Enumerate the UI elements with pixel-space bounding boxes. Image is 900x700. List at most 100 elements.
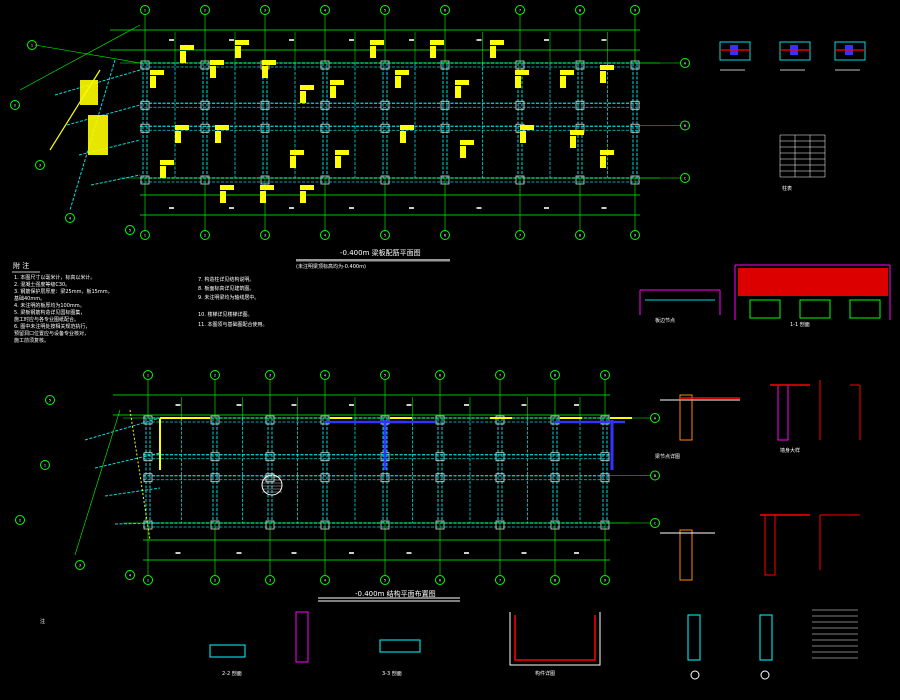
- axis-bubble: [320, 370, 330, 380]
- axis-label: 7: [519, 233, 521, 237]
- axis-bubble: [435, 370, 445, 380]
- column: [495, 473, 505, 483]
- detail-drawings: [209, 41, 891, 680]
- rebar-label: [235, 40, 249, 45]
- rebar-label: [300, 191, 306, 203]
- rebar-label: [560, 76, 566, 88]
- rebar-label: [600, 156, 606, 168]
- column: [320, 175, 330, 185]
- rebar-label: [395, 70, 409, 75]
- column: [380, 473, 390, 483]
- axis-bubble: [200, 230, 210, 240]
- axis-bubble: [380, 5, 390, 15]
- rebar-label: [180, 51, 186, 63]
- note: 施工时应与各专业图纸配合。: [14, 316, 79, 323]
- axis-label: 6: [439, 373, 441, 377]
- note: 5. 梁板钢筋构造详见国标图集，: [14, 309, 85, 316]
- footing: [379, 639, 421, 653]
- rebar-label: [570, 130, 584, 135]
- axis-bubble: [680, 120, 690, 131]
- axis-label: 8: [554, 578, 556, 582]
- axis-bubble: [435, 575, 445, 585]
- note: 6. 图中未注明处按相关规范执行，: [14, 323, 90, 330]
- axis-label: 2: [204, 233, 206, 237]
- axis-bubble: [440, 5, 450, 15]
- axis-bubble: [35, 160, 45, 170]
- rebar-label: [80, 80, 98, 105]
- axis-label: 6: [444, 233, 446, 237]
- axis-bubble: [140, 230, 150, 240]
- column: [630, 175, 640, 185]
- dim-text: [464, 552, 469, 554]
- column: [320, 123, 330, 133]
- column: [320, 452, 330, 462]
- dim-text: [544, 207, 549, 209]
- dim-text: [409, 39, 414, 41]
- column: [515, 60, 525, 70]
- column: [600, 452, 610, 462]
- rebar-label: [215, 125, 229, 130]
- section-marker: [760, 670, 770, 680]
- note: 11. 本图须与基础图配合使用。: [198, 321, 268, 328]
- axis-label: 3: [39, 163, 41, 167]
- axis-bubble: [630, 230, 640, 240]
- column: [380, 60, 390, 70]
- rebar-label: [560, 70, 574, 75]
- column: [380, 175, 390, 185]
- section-marker: [690, 670, 700, 680]
- column: [265, 415, 275, 425]
- axis-bubble: [265, 575, 275, 585]
- rebar-label: [330, 86, 336, 98]
- column: [440, 100, 450, 110]
- axis-label: 3: [264, 233, 266, 237]
- column: [550, 473, 560, 483]
- bottom-notes-heading: 注: [40, 618, 45, 625]
- column-section: [759, 614, 773, 661]
- axis-label: 9: [634, 8, 636, 12]
- axis-label: 3: [264, 8, 266, 12]
- axis-bubble: [125, 570, 135, 580]
- column-table: [779, 134, 826, 178]
- note: 1. 本图尺寸以毫米计，标高以米计。: [14, 274, 95, 281]
- rebar-label: [395, 76, 401, 88]
- bottom-plan-title: -0.400m 结构平面布置图: [355, 589, 436, 598]
- rebar-label: [150, 70, 164, 75]
- rebar-label: [300, 85, 314, 90]
- axis-label: 5: [49, 398, 51, 402]
- axis-bubble: [630, 5, 640, 15]
- axis-label: 4: [129, 573, 132, 577]
- rebar-label: [600, 65, 614, 70]
- column: [600, 520, 610, 530]
- dim-text: [229, 207, 234, 209]
- dim-text: [175, 552, 181, 554]
- axis-label: 5: [384, 373, 386, 377]
- column: [550, 452, 560, 462]
- column: [495, 415, 505, 425]
- axis-label: 2: [204, 8, 206, 12]
- axis-bubble: [143, 575, 153, 585]
- axis-label: 1: [144, 8, 146, 12]
- rebar-label: [570, 136, 576, 148]
- column: [210, 415, 220, 425]
- axis-bubble: [27, 40, 37, 50]
- beam: [84, 417, 161, 441]
- rebar-label: [335, 156, 341, 168]
- column: [200, 60, 210, 70]
- note: 基础40mm。: [14, 295, 45, 302]
- rebar-label: [160, 166, 166, 178]
- axis-label: 9: [604, 373, 606, 377]
- rebar-label: [220, 191, 226, 203]
- detail-callout: [261, 474, 283, 496]
- dim-text: [289, 39, 294, 41]
- dim-text: [169, 207, 174, 209]
- rebar: [514, 615, 596, 661]
- trench-section: [509, 612, 601, 666]
- rebar-label: [300, 91, 306, 103]
- dim-text: [406, 552, 412, 554]
- dim-text: [601, 207, 607, 209]
- rebar-label: [370, 40, 384, 45]
- axis-bubble: [260, 230, 270, 240]
- axis-bubble: [210, 575, 220, 585]
